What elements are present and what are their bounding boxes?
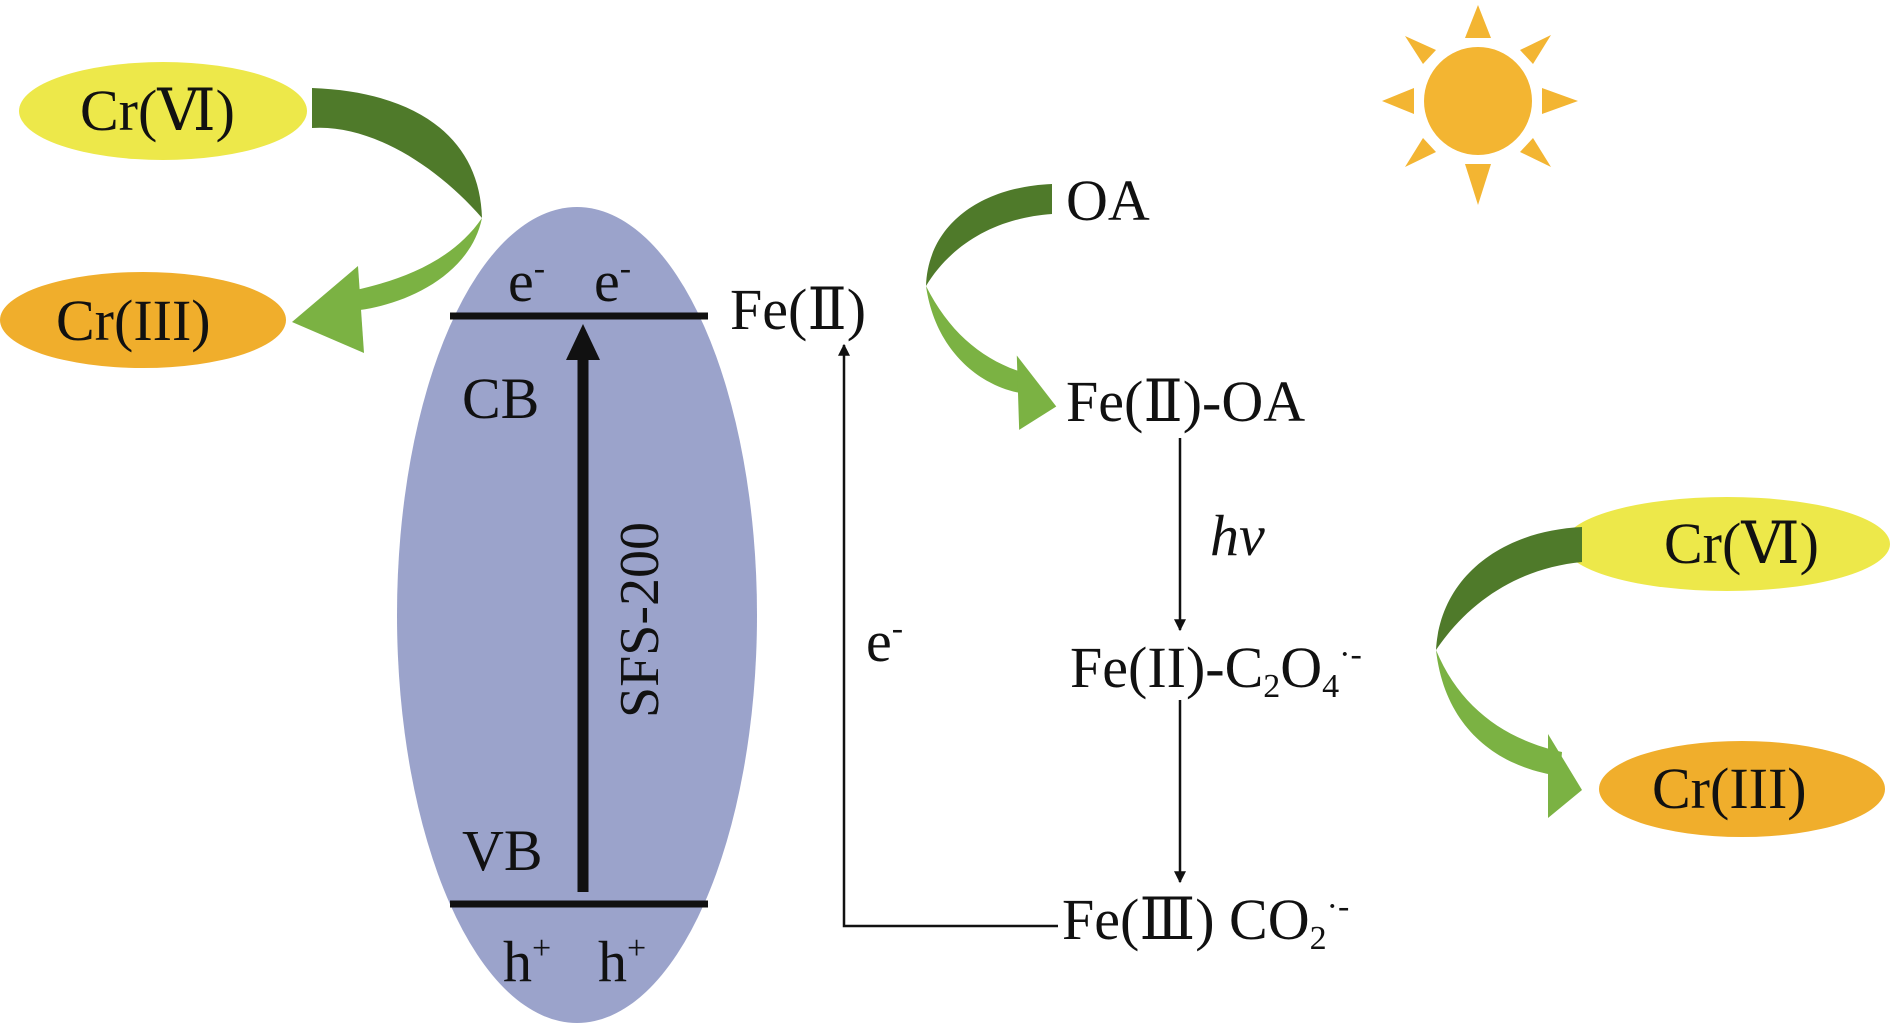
electron-return-path [838, 343, 1058, 928]
right-cr6-numeral: Ⅵ [1741, 511, 1800, 576]
electron-return-label: e- [866, 612, 903, 671]
left-cr3-label: Cr(III) [56, 288, 211, 353]
cb-electron-2-symbol: e [594, 249, 620, 314]
fe2-c2o4-prefix: Fe(II)-C [1070, 635, 1264, 700]
left-cr6-label: Cr(Ⅵ) [80, 82, 235, 140]
cb-electron-1-sign: - [533, 250, 546, 287]
electron-return-symbol: e [866, 609, 892, 674]
oa-label: OA [1066, 168, 1150, 233]
vb-hole-1-sign: + [532, 930, 552, 967]
vb-hole-2: h+ [598, 932, 646, 991]
vb-hole-1: h+ [503, 932, 551, 991]
right-cr6-pill [1564, 497, 1890, 591]
excitation-arrowhead [566, 324, 600, 360]
fe3-co2-sub2: 2 [1309, 920, 1327, 957]
fe3-co2-prefix: Fe(Ⅲ) CO [1062, 887, 1310, 952]
left-cr3-pill [0, 272, 286, 368]
hv-label: hv [1210, 503, 1265, 568]
vb-hole-2-sign: + [627, 930, 647, 967]
right-cr6-suffix: ) [1799, 511, 1819, 576]
right-reduction-arrow [1436, 527, 1582, 818]
fe2-c2o4-charge: ·- [1339, 636, 1362, 673]
left-reduction-arrow [292, 88, 482, 353]
fe3-co2-charge: ·- [1326, 888, 1350, 925]
vb-label: VB [462, 818, 543, 883]
sun-icon [1382, 5, 1578, 205]
right-cr6-label: Cr(Ⅵ) [1664, 515, 1819, 573]
fe2-c2o4-oxygen: O [1280, 635, 1323, 700]
fe2-label: Fe(Ⅱ) [730, 277, 867, 342]
fe3-co2-label: Fe(Ⅲ) CO2·- [1062, 890, 1349, 956]
cb-electron-2-sign: - [619, 250, 632, 287]
semiconductor-name: SFS-200 [609, 521, 671, 719]
cb-label: CB [462, 366, 540, 431]
right-cr3-label: Cr(III) [1652, 756, 1807, 821]
fe2-oa-label: Fe(Ⅱ)-OA [1066, 369, 1306, 434]
cb-electron-1-symbol: e [508, 249, 534, 314]
left-cr6-prefix: Cr( [80, 78, 158, 143]
oa-complexation-arrow [926, 184, 1057, 430]
fe2-c2o4-label: Fe(II)-C2O4·- [1070, 638, 1362, 704]
vb-hole-1-symbol: h [503, 929, 532, 994]
left-cr6-pill [19, 62, 307, 160]
semiconductor-ellipse [397, 207, 757, 1023]
right-cr6-prefix: Cr( [1664, 511, 1742, 576]
cb-electron-1: e- [508, 252, 545, 311]
fe2-c2o4-sub4: 4 [1322, 668, 1340, 705]
left-cr6-numeral: Ⅵ [157, 78, 216, 143]
cb-electron-2: e- [594, 252, 631, 311]
fe2-c2o4-sub2: 2 [1263, 668, 1281, 705]
electron-return-sign: - [891, 610, 904, 647]
left-cr6-suffix: ) [215, 78, 235, 143]
right-cr3-pill [1599, 741, 1885, 837]
vb-hole-2-symbol: h [598, 929, 627, 994]
